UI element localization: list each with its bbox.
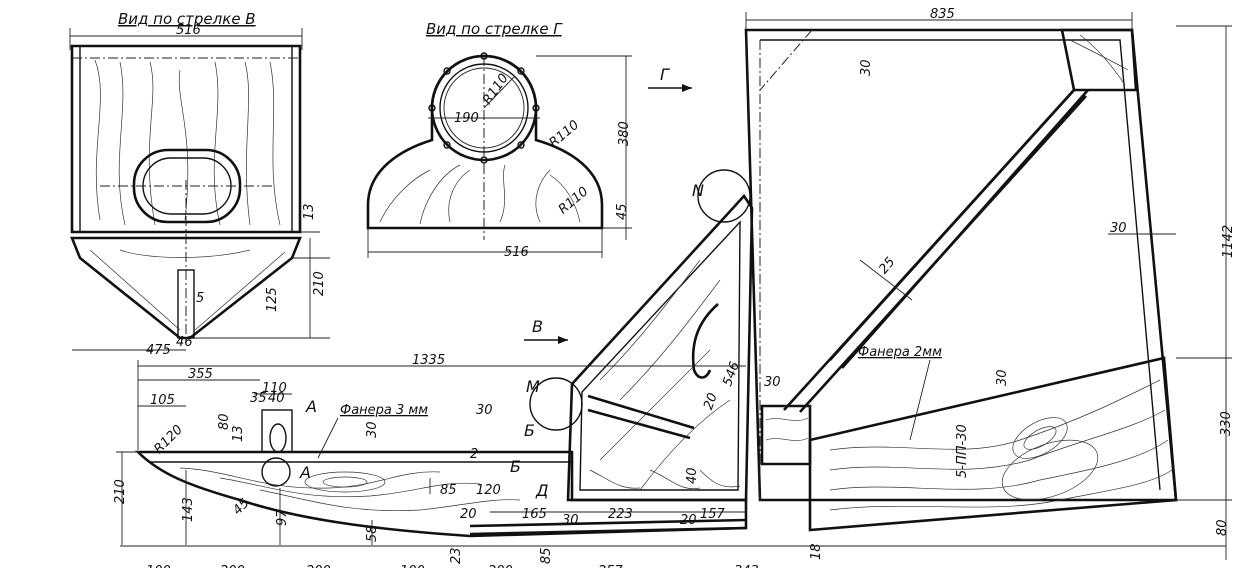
dim-85: 85 bbox=[440, 483, 457, 498]
node-b-upper: Б bbox=[524, 421, 535, 440]
arrow-g-label: Г bbox=[660, 65, 670, 84]
dim-30-deck: 30 bbox=[365, 421, 380, 438]
dim-13-nose: 13 bbox=[231, 425, 246, 442]
side-view: 835 30 30 25 1142 Фанера 2мм 30 bbox=[113, 7, 1236, 568]
g-r110-low: R110 bbox=[556, 184, 592, 217]
view-v-title: Вид по стрелке В bbox=[118, 10, 256, 28]
dim-120: 120 bbox=[476, 483, 501, 498]
node-d: Д bbox=[535, 481, 549, 500]
g-380: 380 bbox=[617, 121, 632, 146]
dim-143: 143 bbox=[181, 497, 196, 522]
g-516: 516 bbox=[504, 245, 529, 260]
dim-835: 835 bbox=[930, 7, 955, 22]
dim-105: 105 bbox=[150, 393, 175, 408]
dim-30-right: 30 bbox=[1110, 221, 1127, 236]
dim-40-keel: 40 bbox=[685, 467, 700, 484]
b-257: 257 bbox=[598, 564, 624, 568]
dim-355: 355 bbox=[188, 367, 213, 382]
dim-30-mid: 30 bbox=[764, 375, 781, 390]
view-g: Вид по стрелке Г R110 190 R110 R110 380 … bbox=[366, 20, 692, 260]
dim-1335: 1335 bbox=[412, 353, 445, 368]
v-5-dim: 5 bbox=[196, 291, 204, 306]
dim-23: 23 bbox=[449, 547, 464, 564]
plywood-2mm-label: Фанера 2мм bbox=[858, 345, 942, 360]
dim-165: 165 bbox=[522, 507, 547, 522]
b-200b: 200 bbox=[306, 564, 331, 568]
plywood-3mm-label: Фанера 3 мм bbox=[340, 403, 428, 418]
b-100: 100 bbox=[146, 564, 171, 568]
dim-80: 80 bbox=[1215, 519, 1230, 536]
g-45: 45 bbox=[615, 203, 630, 220]
node-m: М bbox=[526, 377, 540, 396]
b-200c: 200 bbox=[488, 564, 513, 568]
dim-85-bottom: 85 bbox=[539, 547, 554, 564]
dim-1142: 1142 bbox=[1221, 225, 1236, 258]
node-a-lower: А bbox=[299, 463, 311, 482]
view-g-title: Вид по стрелке Г bbox=[426, 20, 563, 38]
g-190: 190 bbox=[454, 111, 479, 126]
dim-20-keel2: 20 bbox=[680, 513, 697, 528]
dim-40: 40 bbox=[268, 391, 285, 406]
node-b-lower: Б bbox=[510, 457, 521, 476]
dim-97: 97 bbox=[275, 509, 290, 526]
dim-157: 157 bbox=[700, 507, 726, 522]
v-125-dim: 125 bbox=[265, 287, 280, 312]
dim-18: 18 bbox=[809, 543, 824, 560]
dim-25: 25 bbox=[876, 255, 898, 277]
view-v: Вид по стрелке В 516 13 210 1 bbox=[69, 10, 330, 358]
v-13-dim: 13 bbox=[302, 203, 317, 220]
v-width-dim: 516 bbox=[176, 23, 201, 38]
dim-210-left: 210 bbox=[113, 479, 128, 504]
b-200a: 200 bbox=[220, 564, 245, 568]
dim-30-top: 30 bbox=[859, 59, 874, 76]
v-475-dim: 475 bbox=[146, 343, 171, 358]
dim-30-aft: 30 bbox=[995, 369, 1010, 386]
dim-35: 35 bbox=[250, 391, 267, 406]
dim-58: 58 bbox=[365, 525, 380, 542]
dim-80-nose: 80 bbox=[217, 413, 232, 430]
dim-20-keel: 20 bbox=[460, 507, 477, 522]
node-n: N bbox=[692, 181, 704, 200]
dim-330: 330 bbox=[1219, 411, 1234, 436]
dim-223: 223 bbox=[608, 507, 633, 522]
dim-20-strut: 20 bbox=[701, 391, 721, 412]
v-46-dim: 46 bbox=[176, 335, 193, 350]
g-r110-right: R110 bbox=[547, 118, 583, 151]
v-210-dim: 210 bbox=[312, 271, 327, 296]
node-a-upper: А bbox=[305, 397, 317, 416]
dim-110: 110 bbox=[262, 381, 287, 396]
arrow-v-label: В bbox=[532, 317, 543, 336]
b-100b: 100 bbox=[400, 564, 425, 568]
g-r110-top: R110 bbox=[480, 71, 512, 107]
dim-30-keel: 30 bbox=[562, 513, 579, 528]
dim-2: 2 bbox=[470, 447, 478, 462]
dim-30-b: 30 bbox=[476, 403, 493, 418]
frame-mark: 5-ПП-30 bbox=[955, 424, 970, 478]
b-343: 343 bbox=[734, 564, 759, 568]
dim-546: 546 bbox=[720, 360, 743, 388]
